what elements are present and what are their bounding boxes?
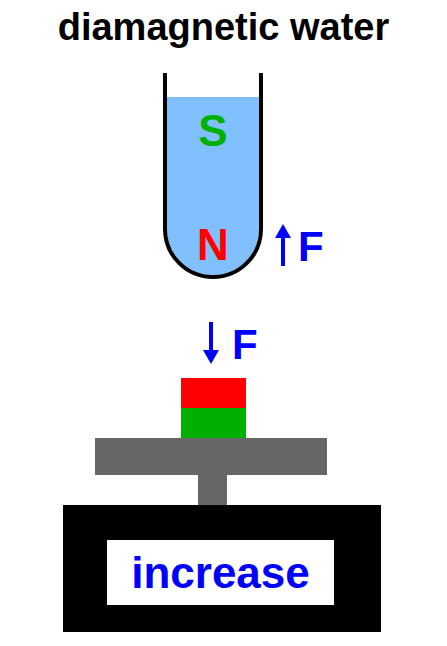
scale-body <box>63 505 381 632</box>
magnet-south <box>181 408 246 438</box>
pole-label: N <box>163 223 263 267</box>
title: diamagnetic water <box>0 8 447 46</box>
force-arrow <box>209 322 213 352</box>
test-tube: SN <box>163 73 263 279</box>
magnet-north <box>181 378 246 408</box>
arrow-head <box>275 224 291 238</box>
display-text: increase <box>131 551 310 595</box>
pole-label: S <box>163 109 263 153</box>
arrow-head <box>203 350 219 364</box>
scale-platform <box>95 438 327 475</box>
scale-display: increase <box>107 540 334 605</box>
scale-stem <box>198 475 227 506</box>
force-label: F <box>298 226 324 268</box>
force-arrow <box>281 236 285 266</box>
force-label: F <box>232 324 258 366</box>
